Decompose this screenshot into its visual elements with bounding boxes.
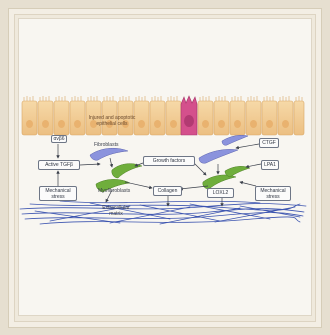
loxl2-box: LOXL2 xyxy=(207,188,234,198)
ecm-label-line1: Extracellular xyxy=(102,205,130,211)
extracellular-matrix-label: Extracellular matrix xyxy=(86,205,146,217)
fibroblast-cell xyxy=(198,149,239,164)
epithelial-cell xyxy=(21,100,38,136)
myofibroblast-cell xyxy=(95,179,131,193)
ctgf-box: CTGF xyxy=(259,138,279,148)
epithelial-cell xyxy=(261,100,278,136)
pathway-arrows xyxy=(56,143,271,207)
epithelium-label-line1: Injured and apoptotic xyxy=(88,115,136,121)
epithelial-cell xyxy=(69,100,86,136)
active-tgf-beta-box: Active TGFβ xyxy=(38,160,80,170)
mechanical-stress-right-line1: Mechanical xyxy=(260,187,286,194)
myofibroblast-cell xyxy=(111,163,143,179)
fibroblasts-label: Fibroblasts xyxy=(94,142,119,148)
ecm-label-line2: matrix xyxy=(109,211,123,217)
mechanical-stress-left-line1: Mechanical xyxy=(45,187,71,194)
epithelial-cell xyxy=(229,100,246,136)
apoptotic-nucleus xyxy=(184,115,194,127)
epithelial-cell xyxy=(37,100,54,136)
epithelial-cell xyxy=(101,100,118,136)
mechanical-stress-right-line2: stress xyxy=(266,193,280,200)
collagen-box: Collagen xyxy=(153,186,182,196)
myofibroblasts-label: Myofibroblasts xyxy=(98,188,131,194)
epithelial-cell xyxy=(117,100,134,136)
epithelial-cell xyxy=(53,100,70,136)
fibroblast-cell xyxy=(221,134,249,146)
epithelial-cell xyxy=(245,100,262,136)
integrin-box: αvβ6 xyxy=(51,135,67,143)
mechanical-stress-left-line2: stress xyxy=(51,193,65,200)
epithelium-label: Injured and apoptotic epithelial cells xyxy=(82,115,142,127)
epithelium-label-line2: epithelial cells xyxy=(96,121,128,127)
epithelial-cell xyxy=(213,100,230,136)
epithelial-cell xyxy=(197,100,214,136)
myofibroblast-cell xyxy=(224,166,251,178)
epithelial-cell xyxy=(149,100,166,136)
epithelial-cell-layer xyxy=(21,95,305,136)
mechanical-stress-right-box: Mechanical stress xyxy=(255,186,291,201)
epithelial-cell xyxy=(85,100,102,136)
epithelial-cell xyxy=(165,100,182,136)
fibroblast-cell xyxy=(89,147,129,161)
epithelial-cell xyxy=(277,100,294,136)
epithelial-cell xyxy=(293,100,305,136)
extracellular-matrix-fibers xyxy=(19,200,307,225)
lpa1-box: LPA1 xyxy=(261,160,279,170)
mechanical-stress-left-box: Mechanical stress xyxy=(39,186,77,201)
myofibroblast-cell xyxy=(202,174,237,190)
growth-factors-box: Growth factors xyxy=(143,156,195,166)
epithelial-cell xyxy=(133,100,150,136)
